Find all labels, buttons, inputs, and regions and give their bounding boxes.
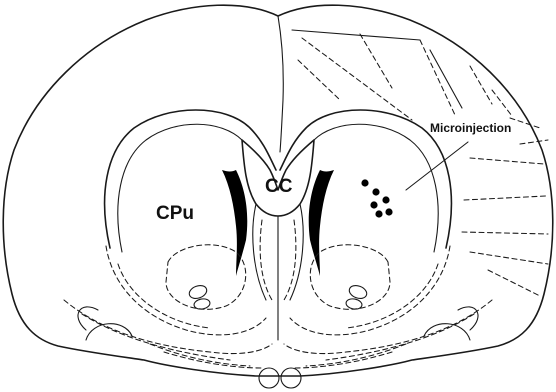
left-white-matter-boundary (105, 110, 276, 248)
left-ventral-lobe (86, 324, 132, 340)
right-inner-boundary (314, 124, 438, 252)
injection-dot (382, 196, 389, 203)
microinjection-leader-line (406, 142, 468, 190)
corpus-callosum-label: CC (265, 176, 293, 197)
right-ventral-lobe (424, 324, 470, 340)
caudate-putamen-label: CPu (156, 203, 194, 224)
injection-dot (375, 210, 382, 217)
right-optic-circle (281, 368, 301, 388)
septal-region (253, 204, 303, 340)
left-inner-boundary (118, 124, 242, 252)
left-lateral-ventricle (222, 170, 247, 276)
microinjection-label: Microinjection (430, 121, 511, 135)
injection-dot (385, 208, 392, 215)
left-optic-circle (259, 368, 279, 388)
interhemispheric-fissure (278, 16, 283, 152)
left-ventral-structures (64, 245, 272, 368)
right-ventral-structures (284, 245, 492, 368)
right-white-matter-boundary (280, 110, 451, 248)
right-cortical-boundaries (292, 30, 548, 296)
microinjection-sites (361, 179, 392, 217)
right-lateral-ventricle (309, 170, 334, 276)
injection-dot (361, 179, 368, 186)
injection-dot (372, 188, 379, 195)
injection-dot (370, 201, 377, 208)
